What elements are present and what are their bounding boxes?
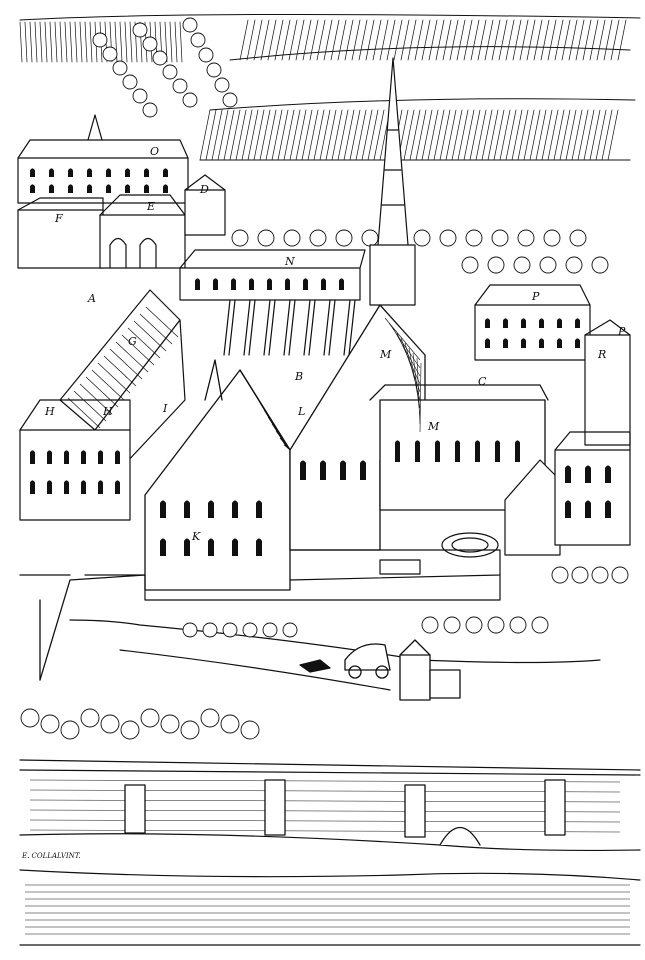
building-m: [289, 304, 549, 551]
fields-top: [19, 13, 641, 161]
label-n: N: [284, 255, 295, 268]
windows-h: [30, 450, 120, 494]
carriage: [299, 643, 391, 679]
nave-buttresses: [223, 299, 356, 356]
label-c: C: [478, 375, 487, 388]
windows-k: [160, 500, 262, 556]
engraver-signature: E. COLLALVINT.: [21, 852, 81, 860]
label-o: O: [150, 145, 159, 158]
building-labels: O F E D N A G B M M K H H I L C P P R: [44, 145, 626, 543]
windows-east: [565, 465, 611, 518]
church-n: [179, 57, 416, 306]
label-d: D: [199, 183, 209, 196]
windows-p: [485, 318, 580, 348]
small-house: [399, 639, 461, 701]
road: [69, 619, 601, 691]
tree-row-top: [92, 17, 609, 274]
river-bank: [19, 759, 641, 946]
windows-o: [30, 168, 168, 193]
windows-n: [195, 278, 344, 290]
label-m2: M: [427, 420, 440, 433]
aqueduct-piers: [124, 779, 566, 846]
enclosure-wall: [19, 574, 146, 681]
label-f: F: [54, 212, 63, 225]
building-h: [19, 399, 131, 521]
label-l: L: [297, 405, 305, 418]
label-a: A: [87, 292, 96, 305]
label-k: K: [191, 530, 201, 543]
roof-hatch-m: [384, 317, 422, 433]
label-p1: P: [531, 290, 540, 303]
label-b: B: [294, 370, 303, 383]
label-g: G: [128, 335, 137, 348]
label-h2: H: [102, 405, 113, 418]
windows-m: [300, 440, 520, 480]
label-e: E: [146, 200, 155, 213]
label-h1: H: [44, 405, 55, 418]
roof-hatch-k: [247, 381, 290, 450]
roof-hatch-g: [67, 306, 179, 429]
label-p2: P: [617, 325, 626, 338]
water-hatch: [25, 779, 630, 935]
label-m1: M: [379, 348, 392, 361]
label-r: R: [597, 348, 606, 361]
bushes: [20, 566, 629, 740]
gatehouse-buildings: [17, 114, 226, 269]
label-i: I: [162, 402, 168, 415]
building-p: [474, 284, 631, 446]
cloister-court: [84, 549, 501, 601]
